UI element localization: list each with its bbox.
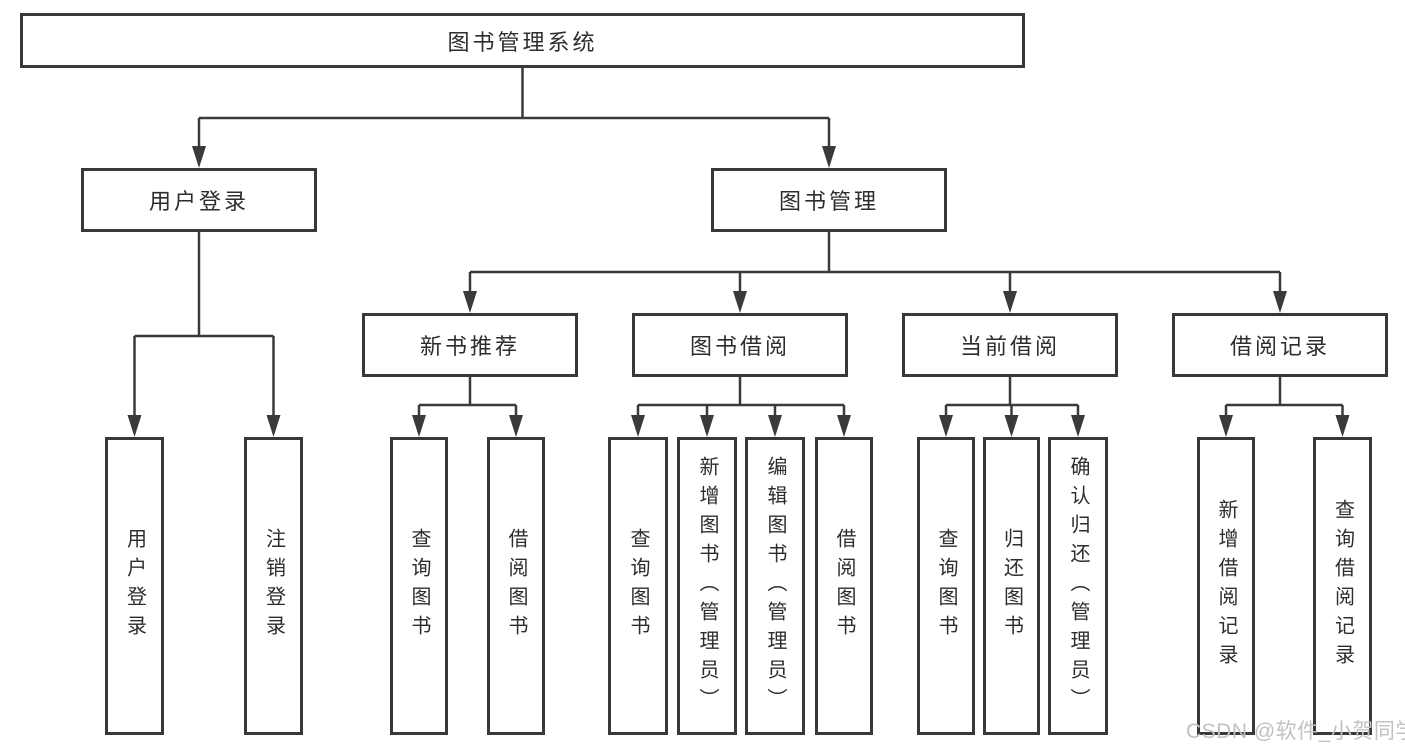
leaf-label: 查询图书 xyxy=(408,528,430,644)
leaf-label: 借阅图书 xyxy=(833,528,855,644)
leaf-records-query: 查询借阅记录 xyxy=(1313,437,1372,735)
leaf-label: 查询借阅记录 xyxy=(1331,499,1354,673)
node-user-login: 用户登录 xyxy=(81,168,317,232)
leaf-label: 新增借阅记录 xyxy=(1215,499,1237,673)
node-label: 图书管理系统 xyxy=(447,29,598,55)
node-borrow-records: 借阅记录 xyxy=(1172,313,1388,377)
leaf-newbook-borrow: 借阅图书 xyxy=(487,437,545,735)
leaf-user-login: 用户登录 xyxy=(105,437,164,735)
leaf-logout-login: 注销登录 xyxy=(244,437,303,735)
node-book-borrow: 图书借阅 xyxy=(632,313,848,377)
edge-bookborrow-to-leaves xyxy=(636,377,846,421)
node-label: 用户登录 xyxy=(148,189,249,214)
leaf-label: 归还图书 xyxy=(1000,528,1023,644)
edge-currentborrow-to-leaves xyxy=(944,377,1080,421)
node-label: 新书推荐 xyxy=(419,334,520,359)
node-current-borrow: 当前借阅 xyxy=(902,313,1118,377)
leaf-borrow-edit-admin: 编辑图书（管理员） xyxy=(745,437,805,735)
leaf-label: 注销登录 xyxy=(262,528,285,644)
edge-management-to-level3 xyxy=(468,232,1282,297)
leaf-current-query: 查询图书 xyxy=(917,437,975,735)
edge-login-to-leaves xyxy=(133,232,275,421)
leaf-label: 查询图书 xyxy=(627,528,649,644)
node-label: 图书借阅 xyxy=(689,334,790,359)
node-label: 借阅记录 xyxy=(1229,334,1330,359)
node-label: 图书管理 xyxy=(778,189,879,214)
edge-root-to-level2 xyxy=(197,68,831,152)
leaf-current-return: 归还图书 xyxy=(983,437,1040,735)
node-book-management: 图书管理 xyxy=(711,168,947,232)
leaf-label: 借阅图书 xyxy=(505,528,527,644)
leaf-label: 用户登录 xyxy=(123,528,146,644)
edge-records-to-leaves xyxy=(1224,377,1344,421)
leaf-borrow-borrow: 借阅图书 xyxy=(815,437,873,735)
leaf-label: 编辑图书（管理员） xyxy=(764,455,786,717)
leaf-newbook-query: 查询图书 xyxy=(390,437,448,735)
leaf-borrow-query: 查询图书 xyxy=(608,437,668,735)
arrowheads xyxy=(127,146,1350,437)
node-library-system: 图书管理系统 xyxy=(20,13,1025,68)
leaf-label: 新增图书（管理员） xyxy=(696,455,718,717)
edge-newbooks-to-leaves xyxy=(417,377,518,421)
node-label: 当前借阅 xyxy=(959,334,1060,359)
leaf-records-add: 新增借阅记录 xyxy=(1197,437,1255,735)
leaf-borrow-add-admin: 新增图书（管理员） xyxy=(677,437,737,735)
leaf-label: 确认归还（管理员） xyxy=(1067,455,1089,717)
leaf-current-confirm-admin: 确认归还（管理员） xyxy=(1048,437,1108,735)
node-new-book-recommend: 新书推荐 xyxy=(362,313,578,377)
leaf-label: 查询图书 xyxy=(935,528,957,644)
csdn-watermark: CSDN @软件_小贺同学 xyxy=(1186,720,1405,743)
